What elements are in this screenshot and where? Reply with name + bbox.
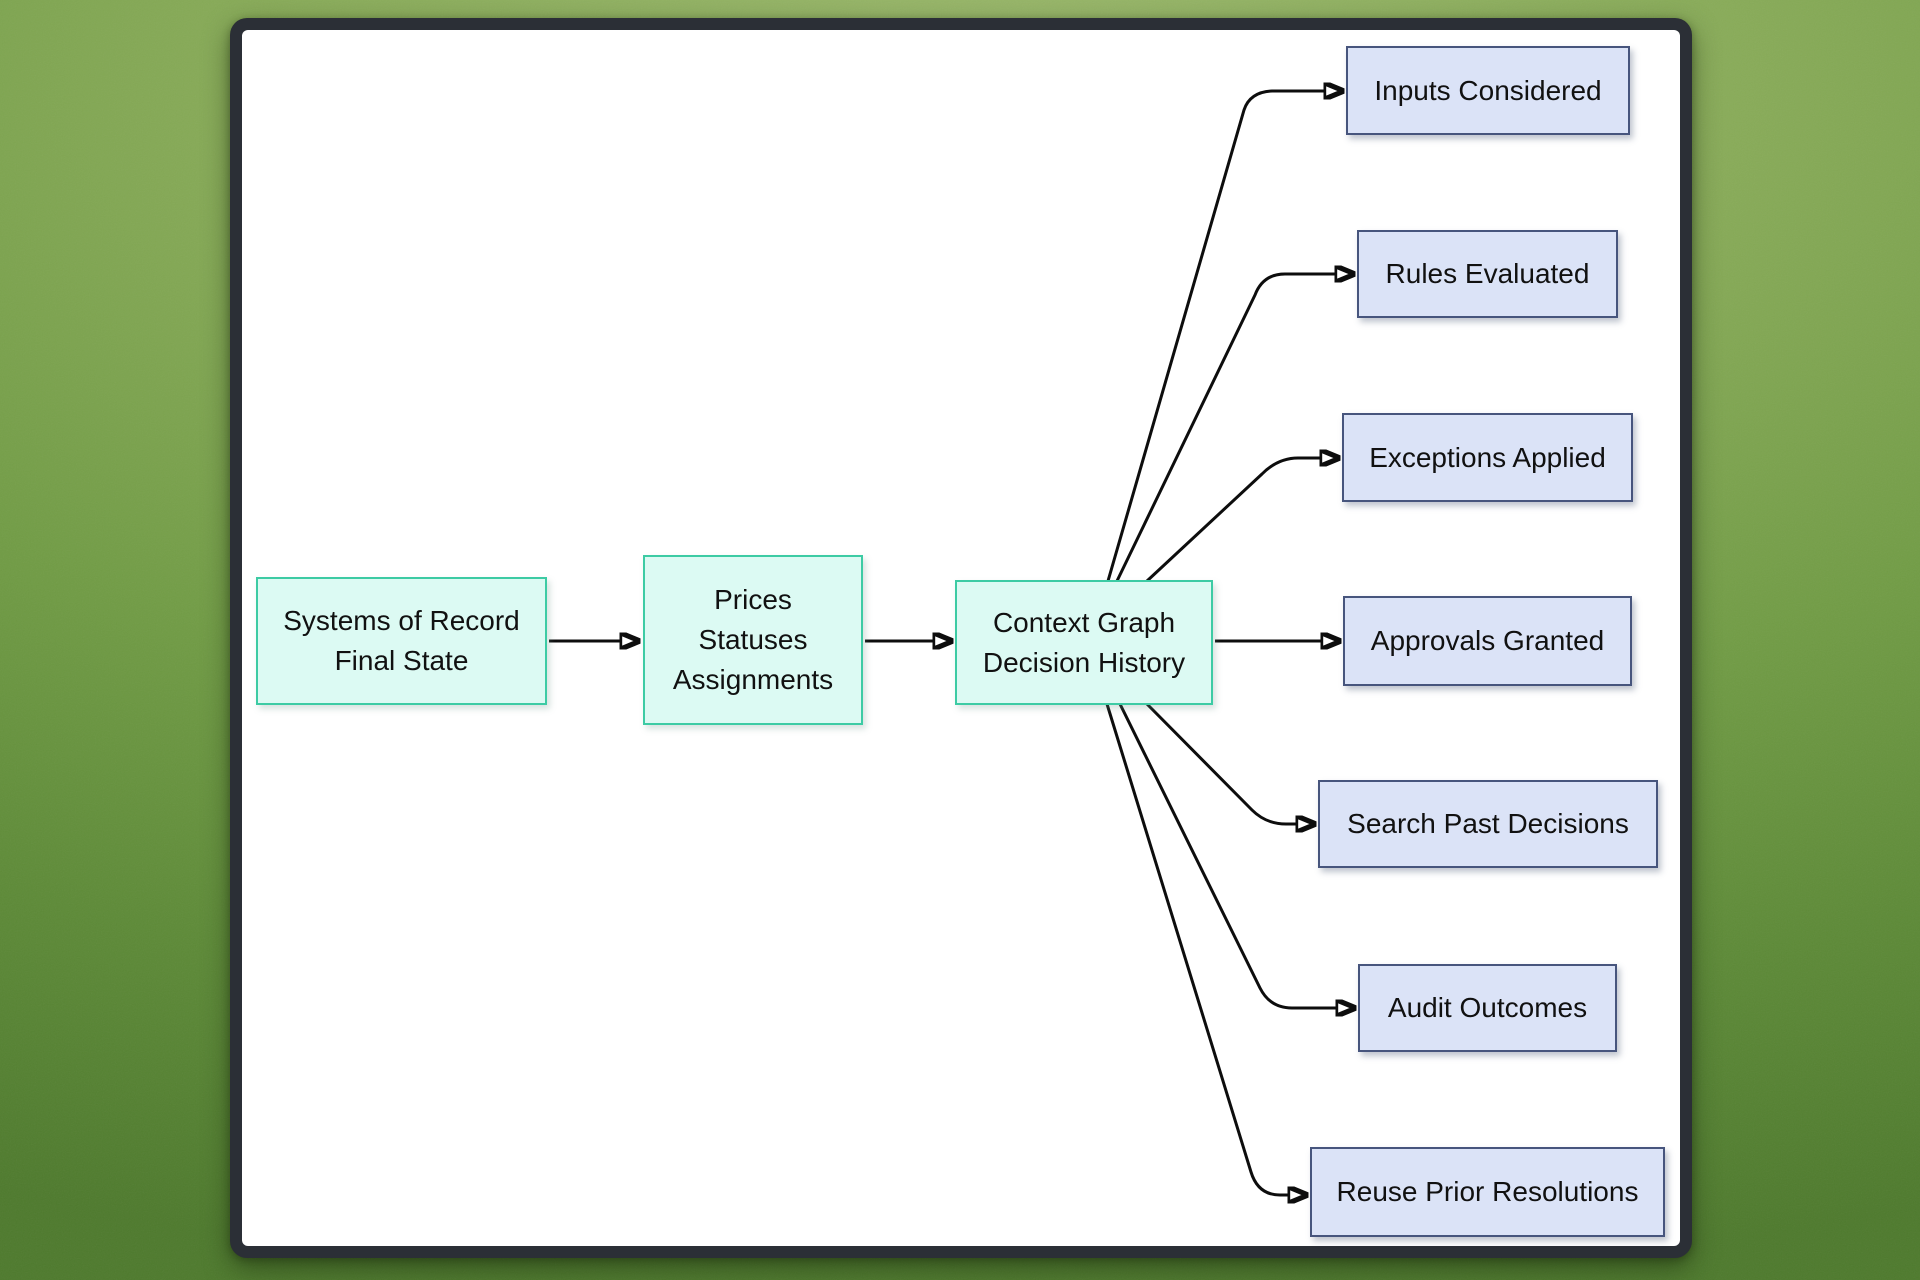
node-inputs-considered[interactable]: Inputs Considered — [1346, 46, 1630, 135]
node-reuse-prior-resolutions[interactable]: Reuse Prior Resolutions — [1310, 1147, 1665, 1237]
node-label-line: Statuses — [698, 624, 808, 655]
node-context-graph-decision-history[interactable]: Context Graph Decision History — [955, 580, 1213, 705]
node-label-line: Reuse Prior Resolutions — [1336, 1176, 1639, 1207]
node-label-line: Inputs Considered — [1374, 74, 1602, 106]
node-label-line: Approvals Granted — [1370, 625, 1605, 656]
node-approvals-granted[interactable]: Approvals Granted — [1343, 596, 1632, 686]
node-label-line: Systems of Record — [283, 605, 520, 636]
node-search-past-decisions[interactable]: Search Past Decisions — [1318, 780, 1658, 868]
node-exceptions-applied[interactable]: Exceptions Applied — [1342, 413, 1633, 502]
node-label-line: Search Past Decisions — [1347, 808, 1629, 839]
node-audit-outcomes[interactable]: Audit Outcomes — [1358, 964, 1617, 1052]
node-label-line: Decision History — [982, 646, 1186, 678]
node-rules-evaluated[interactable]: Rules Evaluated — [1357, 230, 1618, 318]
node-label-line: Final State — [334, 645, 469, 676]
node-label-line: Exceptions Applied — [1369, 441, 1606, 473]
node-label-line: Assignments — [672, 664, 834, 695]
node-systems-of-record-final-state[interactable]: Systems of Record Final State — [256, 577, 547, 705]
node-label-line: Prices — [714, 584, 792, 615]
node-label-line: Context Graph — [992, 606, 1176, 638]
node-label-line: Audit Outcomes — [1387, 992, 1588, 1023]
node-prices-statuses-assignments[interactable]: Prices Statuses Assignments — [643, 555, 863, 725]
node-label-line: Rules Evaluated — [1385, 258, 1590, 289]
